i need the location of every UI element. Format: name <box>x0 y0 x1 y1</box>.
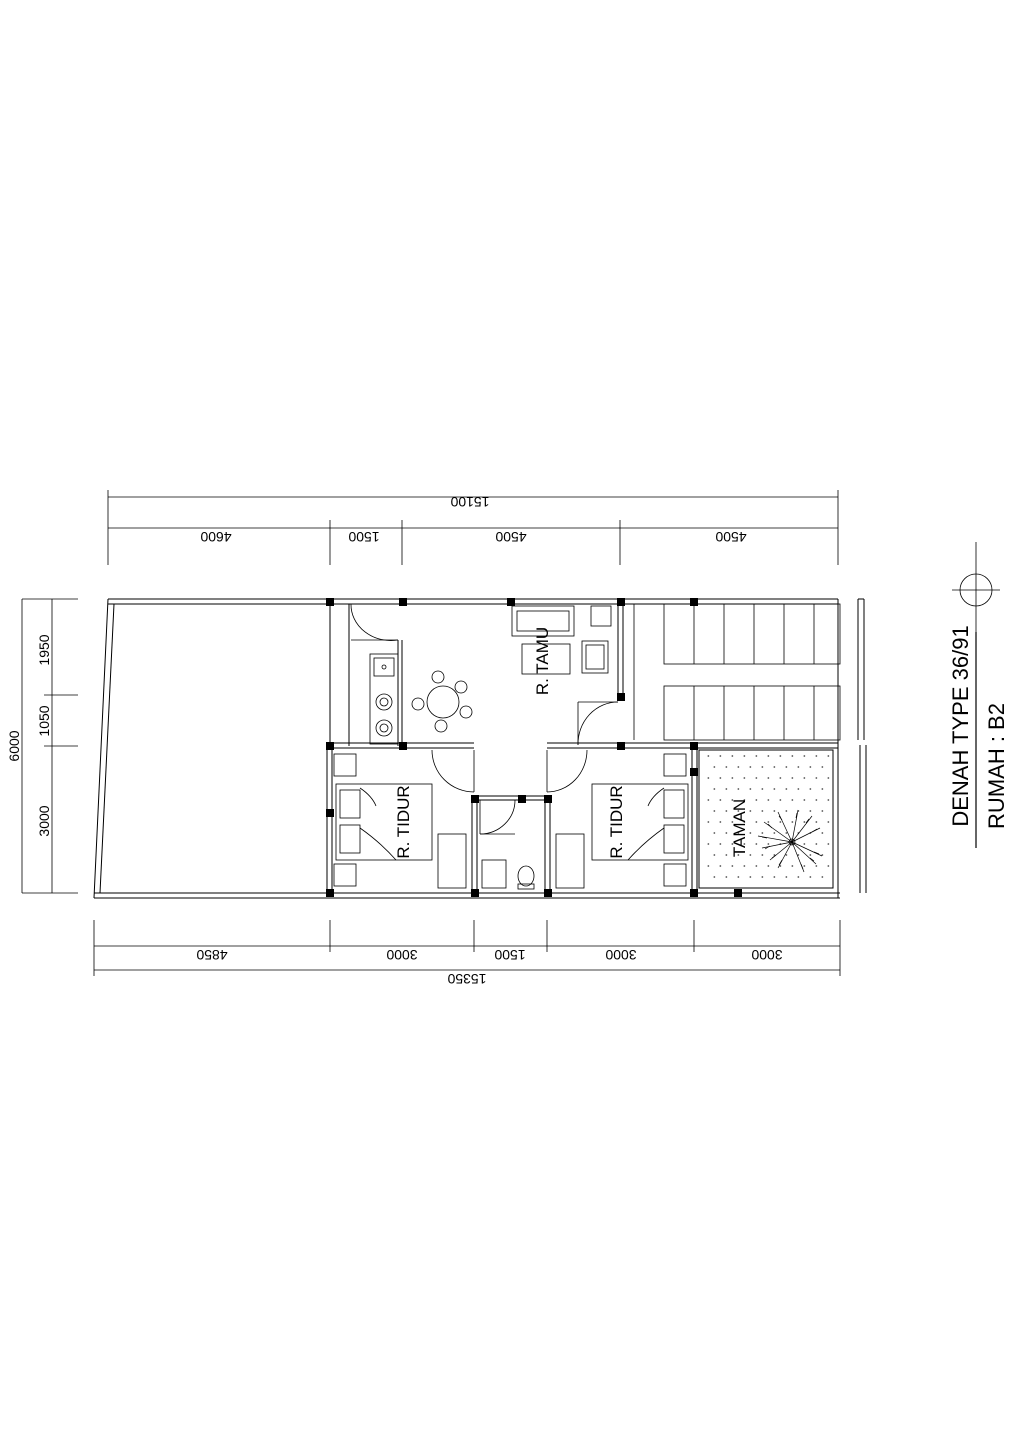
living-room-sofa <box>511 605 612 675</box>
drawing-title: DENAH TYPE 36/91 <box>948 625 973 826</box>
walls <box>93 598 867 899</box>
dim-bottom-segment: 3000 <box>605 947 636 963</box>
dim-bottom-segment: 1500 <box>494 947 525 963</box>
bathroom-fixtures <box>481 859 535 890</box>
dim-top-segment: 4600 <box>200 529 231 545</box>
doors <box>350 603 619 835</box>
dim-bottom-segment: 4850 <box>196 947 227 963</box>
kitchen-counter <box>369 653 399 745</box>
dim-left-segment: 3000 <box>36 805 52 836</box>
dim-top-total: 15100 <box>450 494 489 510</box>
structural-columns <box>326 598 742 897</box>
bedroom-1-furniture <box>333 753 467 889</box>
carport-paving <box>633 603 841 741</box>
dim-top-segment: 4500 <box>495 529 526 545</box>
dim-left-segment: 1050 <box>36 705 52 736</box>
garden-grass-texture <box>707 755 830 878</box>
room-label-tamu: R. TAMU <box>533 627 552 695</box>
left-dimension-lines <box>21 598 78 894</box>
room-label-tidur-1: R. TIDUR <box>394 785 413 858</box>
bedroom-2-furniture <box>555 753 689 889</box>
dim-bottom-segment: 3000 <box>751 947 782 963</box>
dim-top-segment: 4500 <box>715 529 746 545</box>
room-label-taman: TAMAN <box>730 799 749 857</box>
room-label-tidur-2: R. TIDUR <box>607 785 626 858</box>
bottom-dimension-lines <box>93 920 841 976</box>
dim-top-segment: 1500 <box>348 529 379 545</box>
drawing-subtitle: RUMAH : B2 <box>984 703 1009 829</box>
palm-tree-icon <box>757 809 823 873</box>
dim-bottom-total: 15350 <box>447 971 486 987</box>
dim-left-total: 6000 <box>6 730 22 761</box>
dining-table <box>411 670 473 733</box>
top-dimension-lines <box>107 490 839 565</box>
dim-left-segment: 1950 <box>36 634 52 665</box>
north-arrow-icon <box>952 542 1000 632</box>
dim-bottom-segment: 3000 <box>386 947 417 963</box>
